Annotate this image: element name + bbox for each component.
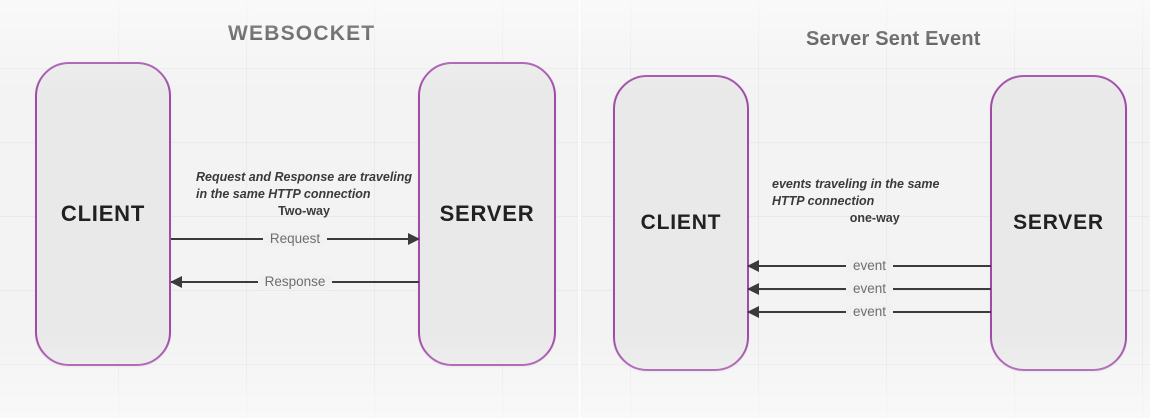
arrow-head-left-icon (747, 260, 759, 272)
websocket-panel-title: WEBSOCKET (228, 22, 376, 45)
websocket-annotation: Request and Response are traveling in th… (196, 169, 412, 220)
websocket-response-arrow: Response (170, 275, 419, 289)
sse-annotation: events traveling in the same HTTP connec… (772, 176, 939, 227)
sse-annotation-line-2: HTTP connection (772, 194, 875, 208)
websocket-client-node: CLIENT (35, 62, 171, 366)
sse-event-arrow-1: event (747, 259, 991, 273)
arrow-head-left-icon (747, 306, 759, 318)
websocket-annotation-line-2: in the same HTTP connection (196, 187, 371, 201)
panel-divider (578, 0, 581, 418)
sse-event-arrow-3: event (747, 305, 991, 319)
sse-event-arrow-label-2: event (845, 282, 894, 296)
websocket-client-label: CLIENT (60, 201, 146, 226)
sse-panel-title: Server Sent Event (806, 28, 981, 50)
websocket-server-node: SERVER (418, 62, 556, 366)
websocket-request-arrow-label: Request (262, 232, 328, 246)
sse-server-node: SERVER (990, 75, 1127, 371)
arrow-head-right-icon (408, 233, 420, 245)
arrow-head-left-icon (747, 283, 759, 295)
sse-event-arrow-label-1: event (845, 259, 894, 273)
sse-server-label: SERVER (1013, 211, 1104, 234)
sse-event-arrow-2: event (747, 282, 991, 296)
websocket-server-label: SERVER (439, 201, 535, 226)
sse-client-node: CLIENT (613, 75, 749, 371)
arrow-head-left-icon (170, 276, 182, 288)
sse-client-label: CLIENT (640, 211, 722, 234)
websocket-request-arrow: Request (171, 232, 420, 246)
sse-event-arrow-label-3: event (845, 305, 894, 319)
sse-annotation-line-1: events traveling in the same (772, 177, 940, 191)
sse-annotation-line-3: one-way (849, 211, 900, 225)
websocket-annotation-line-1: Request and Response are traveling (196, 170, 413, 184)
websocket-response-arrow-label: Response (257, 275, 333, 289)
websocket-annotation-line-3: Two-way (278, 204, 330, 218)
